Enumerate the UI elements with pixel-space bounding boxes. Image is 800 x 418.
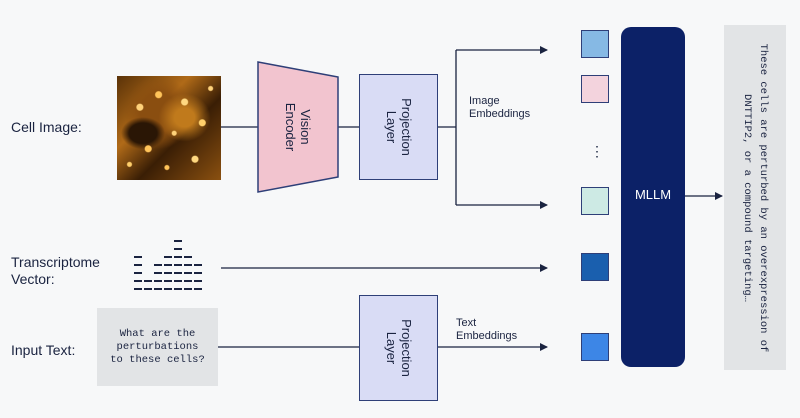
transcriptome-token (581, 253, 609, 281)
image-embeddings-label-line2: Embeddings (469, 108, 531, 120)
image-token-2 (581, 75, 609, 103)
image-token-3 (581, 187, 609, 215)
input-question-text: What are the perturbations to these cell… (110, 328, 205, 366)
projection-label-line2: Layer (383, 110, 399, 144)
image-embeddings-label-line1: Image (469, 95, 500, 107)
label-transcriptome-line1: Transcriptome (11, 254, 100, 270)
vision-encoder: Vision Encoder (258, 62, 338, 192)
input-question-box: What are the perturbations to these cell… (97, 308, 218, 386)
transcriptome-vector-icon (134, 238, 204, 294)
ellipsis: ⋮ (590, 143, 604, 159)
mllm-block: MLLM (621, 27, 685, 367)
text-token (581, 333, 609, 361)
projection-text-label-line2: Layer (383, 331, 399, 365)
text-embeddings-label-line2: Embeddings (456, 330, 518, 342)
mllm-label: MLLM (634, 187, 672, 202)
output-box: These cells are perturbed by an overexpr… (724, 25, 786, 370)
projection-label-line1: Projection (398, 98, 414, 156)
vision-encoder-label-line1: Vision (298, 109, 313, 145)
image-token-1 (581, 30, 609, 58)
text-embeddings-label-line1: Text (456, 317, 477, 329)
label-transcriptome-line2: Vector: (11, 271, 55, 287)
projection-text-label-line1: Projection (398, 319, 414, 377)
output-text: These cells are perturbed by an overexpr… (741, 43, 769, 352)
vision-encoder-shape (257, 61, 339, 193)
label-cell-image: Cell Image: (11, 119, 82, 135)
cell-microscopy-image (117, 76, 221, 180)
projection-layer-image: Projection Layer (359, 74, 438, 180)
projection-layer-text: Projection Layer (359, 295, 438, 401)
vision-encoder-label-line2: Encoder (283, 102, 298, 152)
label-input-text: Input Text: (11, 342, 76, 358)
